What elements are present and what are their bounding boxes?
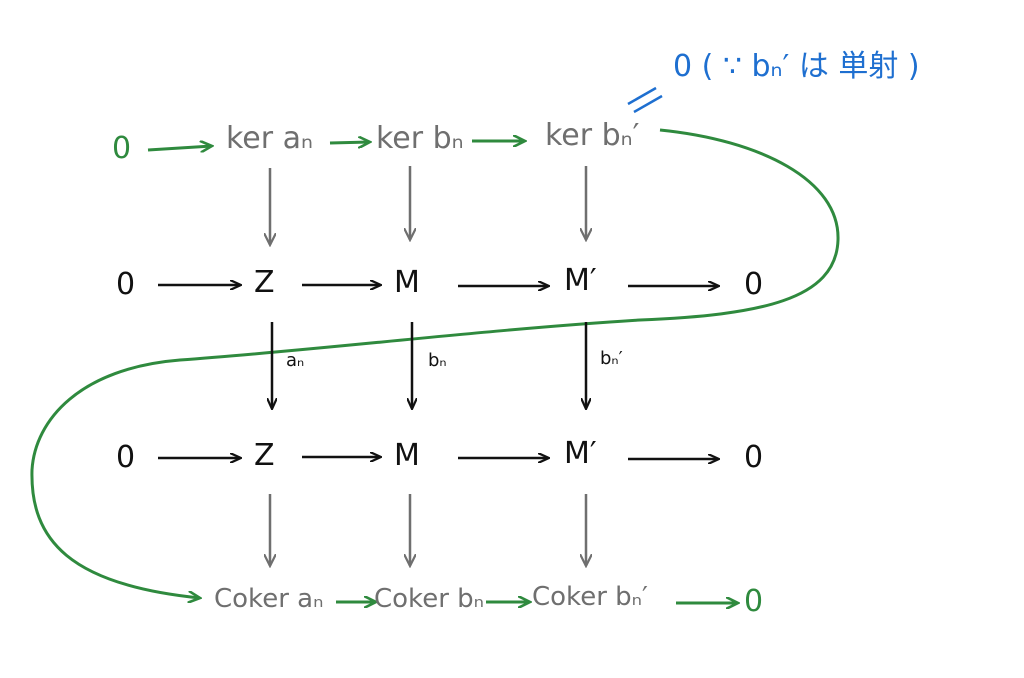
equals-stroke-1 <box>627 86 657 106</box>
row1-m-prime: M′ <box>564 263 597 298</box>
top-zero: 0 <box>112 131 132 166</box>
map-a-label: aₙ <box>286 350 305 371</box>
row1-m: M <box>394 265 420 300</box>
equals-stroke-2 <box>633 94 663 114</box>
row2-zero-left: 0 <box>116 440 136 475</box>
kernel-a: ker aₙ <box>226 121 313 156</box>
row2-zero-right: 0 <box>744 440 764 475</box>
arrow-0-to-ker-a <box>147 146 212 150</box>
kernel-b: ker bₙ <box>376 121 464 156</box>
arrow-ker-a-to-ker-b <box>329 142 370 143</box>
cokernel-b-prime: Coker bₙ′ <box>532 582 648 612</box>
row2-z: Z <box>254 438 275 473</box>
kernel-b-prime: ker bₙ′ <box>545 118 640 153</box>
row2-m-prime: M′ <box>564 436 597 471</box>
row1-zero-right: 0 <box>744 267 764 302</box>
map-b-prime-label: bₙ′ <box>600 348 623 369</box>
bottom-zero: 0 <box>744 584 764 619</box>
row1-zero-left: 0 <box>116 267 136 302</box>
map-b-label: bₙ <box>428 350 447 371</box>
cokernel-a: Coker aₙ <box>214 584 324 614</box>
row2-m: M <box>394 438 420 473</box>
row1-z: Z <box>254 265 275 300</box>
injectivity-note: 0 ( ∵ bₙ′ は 単射 ) <box>673 49 920 84</box>
cokernel-b: Coker bₙ <box>374 584 485 614</box>
